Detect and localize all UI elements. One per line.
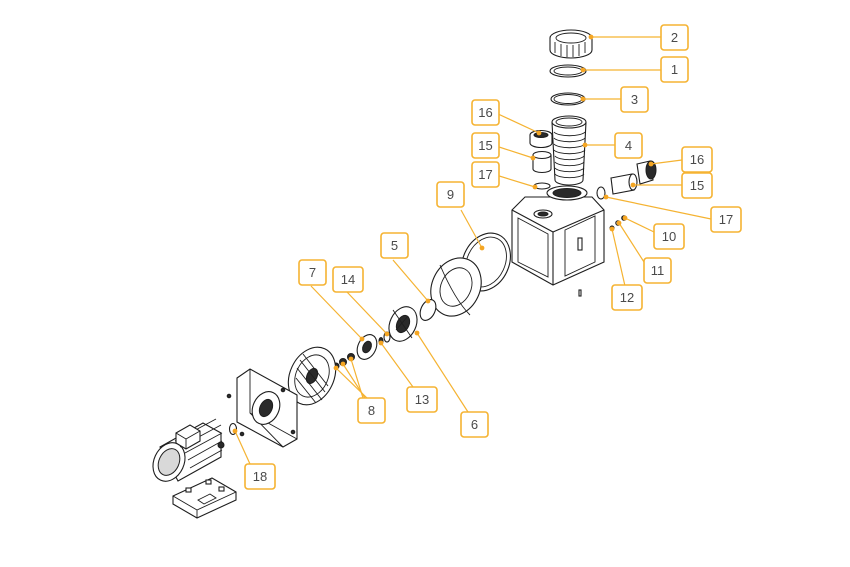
callout-label: 18 <box>253 469 267 484</box>
part-pump-housing <box>511 185 605 297</box>
callout-15-top: 15 <box>471 132 500 159</box>
callout-17-side: 17 <box>710 206 742 233</box>
part-oring-side <box>596 186 606 200</box>
callout-label: 7 <box>309 265 316 280</box>
callout-18: 18 <box>244 463 276 490</box>
callout-label: 1 <box>671 62 678 77</box>
callout-label: 17 <box>478 167 492 182</box>
part-lid-ring <box>549 29 593 59</box>
part-union-nut-side <box>636 160 657 185</box>
callout-label: 3 <box>631 92 638 107</box>
part-union-nut-top <box>529 129 553 149</box>
callout-1: 1 <box>660 56 689 83</box>
callout-9: 9 <box>436 181 465 208</box>
callout-label: 8 <box>368 403 375 418</box>
callout-12: 12 <box>611 284 643 311</box>
part-union-tail-top <box>532 150 552 174</box>
callout-5: 5 <box>380 232 409 259</box>
callout-label: 5 <box>391 238 398 253</box>
callout-label: 9 <box>447 187 454 202</box>
callout-label: 2 <box>671 30 678 45</box>
part-diffuser <box>430 257 482 317</box>
callout-label: 11 <box>651 263 665 278</box>
callout-label: 16 <box>690 152 704 167</box>
callout-16-top: 16 <box>471 99 500 126</box>
callout-6: 6 <box>460 411 489 438</box>
callout-13: 13 <box>406 386 438 413</box>
part-motor-flange <box>226 368 298 448</box>
callout-10: 10 <box>653 223 685 250</box>
callout-label: 14 <box>341 272 355 287</box>
part-motor <box>152 418 225 482</box>
callout-label: 6 <box>471 417 478 432</box>
callout-label: 4 <box>625 138 632 153</box>
callout-14: 14 <box>332 266 364 293</box>
callout-label: 12 <box>620 290 634 305</box>
callout-7: 7 <box>298 259 327 286</box>
part-impeller-oring <box>419 299 437 321</box>
callout-label: 16 <box>478 105 492 120</box>
callout-4: 4 <box>614 132 643 159</box>
leader-dots <box>232 34 654 434</box>
callout-label: 15 <box>478 138 492 153</box>
callout-label: 10 <box>662 229 676 244</box>
callout-17-top: 17 <box>471 161 500 188</box>
part-impeller <box>388 306 418 342</box>
part-motor-base <box>172 477 237 519</box>
callout-8: 8 <box>357 397 386 424</box>
callout-11: 11 <box>643 257 672 284</box>
part-seal-plate <box>287 346 337 406</box>
callout-label: 15 <box>690 178 704 193</box>
callout-label: 17 <box>719 212 733 227</box>
part-mechanical-seal <box>356 334 378 360</box>
callout-3: 3 <box>620 86 649 113</box>
part-lid-oring <box>550 92 586 106</box>
callout-label: 13 <box>415 392 429 407</box>
part-strainer-basket <box>551 115 587 186</box>
callout-16-side: 16 <box>681 146 713 173</box>
leader-lines <box>234 36 712 465</box>
callout-2: 2 <box>660 24 689 51</box>
callout-15-side: 15 <box>681 172 713 199</box>
part-lid <box>549 64 587 78</box>
